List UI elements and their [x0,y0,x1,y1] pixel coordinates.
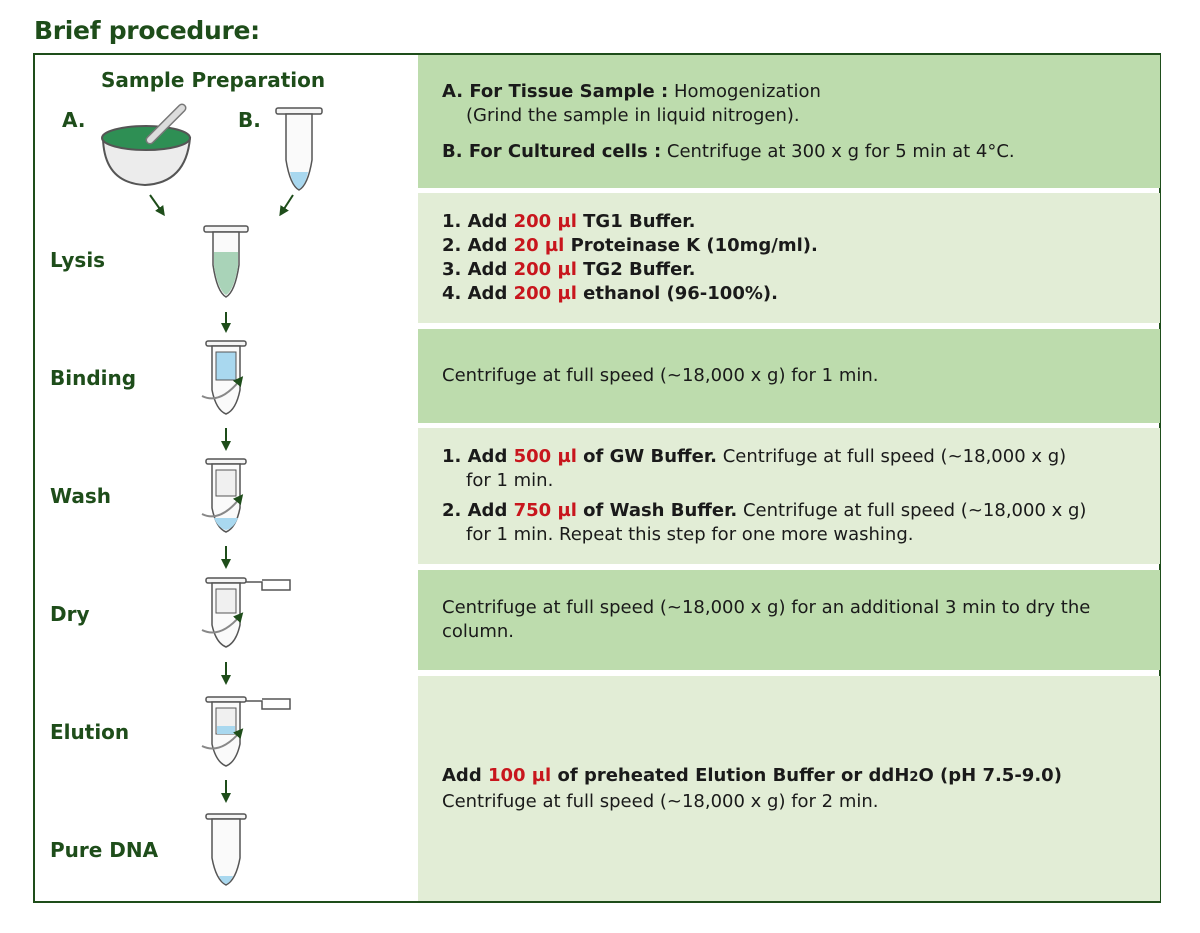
label-a: A. [62,108,86,132]
procedure-frame [33,53,1161,903]
lysis-tube-icon [203,225,249,298]
illustration-canvas [101,103,323,886]
mortar-pestle-icon [101,103,192,187]
label-b: B. [238,108,261,132]
panel-elution: Add 100 µl of preheated Elution Buffer o… [418,676,1160,901]
stage-wash: Wash [50,484,111,508]
elution-column-icon [201,696,291,767]
wash-step-2-cont: for 1 min. Repeat this step for one more… [466,524,914,545]
prep-b-text: Centrifuge at 300 x g for 5 min at 4°C. [661,140,1015,162]
stage-dry: Dry [50,602,90,626]
prep-a-text2: (Grind the sample in liquid nitrogen). [466,104,800,126]
panel-wash: 1. Add 500 µl of GW Buffer. Centrifuge a… [418,428,1160,564]
panel-sample-prep: A. For Tissue Sample : Homogenization (G… [418,55,1160,188]
lysis-step-2: 2. Add 20 µl Proteinase K (10mg/ml). [442,235,818,256]
elution-step: Add 100 µl of preheated Elution Buffer o… [442,764,1062,786]
wash-step-1: 1. Add 500 µl of GW Buffer. Centrifuge a… [442,446,1067,467]
wash-step-2: 2. Add 750 µl of Wash Buffer. Centrifuge… [442,500,1087,521]
panel-dry: Centrifuge at full speed (~18,000 x g) f… [418,570,1160,670]
lysis-step-4: 4. Add 200 µl ethanol (96-100%). [442,283,778,304]
prep-b-lead: B. For Cultured cells : [442,140,662,162]
panel-lysis: 1. Add 200 µl TG1 Buffer. 2. Add 20 µl P… [418,193,1160,323]
page-title: Brief procedure: [34,16,260,45]
stage-lysis: Lysis [50,248,106,272]
wash-step-1-cont: for 1 min. [466,470,554,491]
stage-pure-dna: Pure DNA [50,838,159,862]
binding-text: Centrifuge at full speed (~18,000 x g) f… [442,365,879,386]
stage-elution: Elution [50,720,130,744]
pure-dna-tube-icon [205,813,247,886]
sample-preparation-title: Sample Preparation [101,68,326,92]
cultured-cells-tube-icon [275,107,323,191]
arrow-b-icon [279,194,294,217]
elution-text: Centrifuge at full speed (~18,000 x g) f… [442,790,879,812]
dry-column-icon [201,577,291,648]
binding-column-icon [201,340,247,415]
prep-a-lead: A. For Tissue Sample : [442,80,669,102]
lysis-step-3: 3. Add 200 µl TG2 Buffer. [442,259,696,280]
dry-text: Centrifuge at full speed (~18,000 x g) f… [442,597,1091,642]
lysis-step-1: 1. Add 200 µl TG1 Buffer. [442,211,696,232]
panel-binding: Centrifuge at full speed (~18,000 x g) f… [418,329,1160,423]
stage-binding: Binding [50,366,137,390]
prep-a-text: Homogenization [668,80,821,102]
arrow-a-icon [149,194,165,217]
wash-column-icon [201,458,247,533]
